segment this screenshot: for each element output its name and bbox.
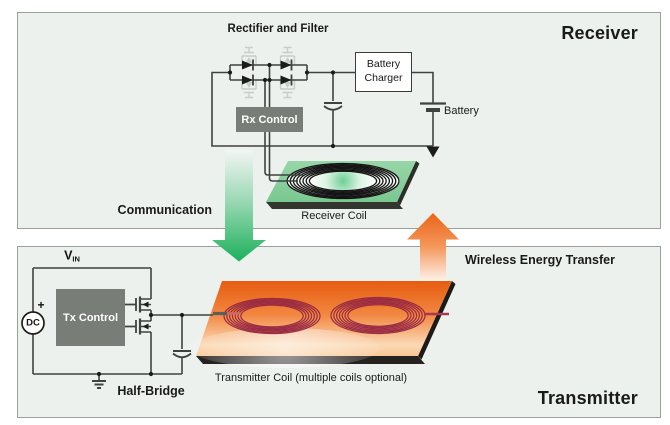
energy-transfer-label: Wireless Energy Transfer: [465, 253, 615, 267]
ground-arrow-icon: [426, 146, 440, 158]
vin-sub: IN: [72, 254, 80, 264]
rx-control-label: Rx Control: [241, 113, 298, 126]
coil-feed-wires: [264, 80, 303, 182]
receiver-coil-label: Receiver Coil: [301, 210, 367, 222]
dc-source-label: DC: [26, 317, 40, 329]
half-bridge-label: Half-Bridge: [117, 384, 185, 398]
tx-control-box: Tx Control: [56, 289, 125, 346]
diode-icons: [242, 59, 293, 86]
transmitter-coil-windings: [223, 296, 426, 335]
energy-arrow: [407, 213, 459, 282]
bridge-left-return-wire: [211, 71, 433, 147]
filter-capacitor-icon: [323, 72, 343, 146]
transmitter-title: Transmitter: [537, 388, 638, 408]
mosfet-bottom-icon: [124, 315, 152, 374]
rectifier-filter-label: Rectifier and Filter: [227, 23, 329, 35]
rectifier-bridge: [229, 64, 308, 81]
receiver-circuit: [211, 46, 446, 182]
rx-control-box: Rx Control: [236, 107, 303, 132]
junction-dots: [227, 62, 336, 149]
battery-charger-box: Battery Charger: [355, 52, 412, 92]
plus-sign: +: [37, 298, 45, 312]
battery-charger-label: Battery Charger: [364, 58, 403, 84]
battery-symbol: [412, 71, 446, 158]
communication-label: Communication: [117, 203, 212, 217]
junction-dots: [96, 312, 185, 377]
dc-source-icon: [21, 311, 45, 335]
vin-main: V: [64, 248, 73, 263]
sync-fet-icons: [241, 46, 296, 99]
transmitter-coil: [190, 281, 456, 368]
receiver-coil-windings: [286, 162, 400, 200]
transmitter-coil-label: Transmitter Coil (multiple coils optiona…: [214, 372, 408, 384]
communication-arrow: [212, 150, 266, 262]
battery-label: Battery: [444, 105, 479, 117]
vin-rail: [32, 267, 182, 375]
mosfet-top-icon: [124, 268, 152, 315]
receiver-coil: [266, 161, 420, 209]
vin-label: VIN: [64, 249, 80, 264]
ground-symbol: [92, 374, 106, 389]
receiver-title: Receiver: [561, 23, 638, 43]
transmitter-circuit: [21, 267, 241, 389]
resonant-capacitor-icon: [172, 315, 192, 374]
tx-control-label: Tx Control: [63, 311, 118, 324]
